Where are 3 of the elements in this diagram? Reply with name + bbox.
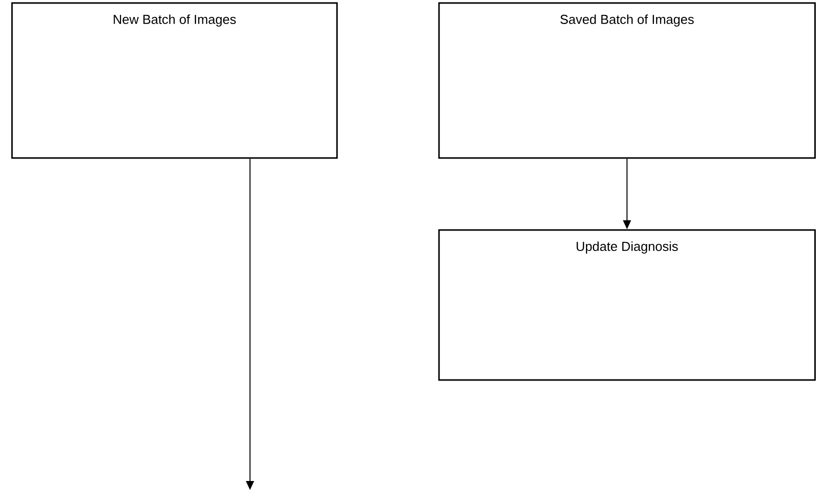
process-box: Update Diagnosis [438, 229, 816, 381]
process-box: New Batch of Images [11, 2, 338, 159]
process-box: Saved Batch of Images [438, 2, 816, 159]
